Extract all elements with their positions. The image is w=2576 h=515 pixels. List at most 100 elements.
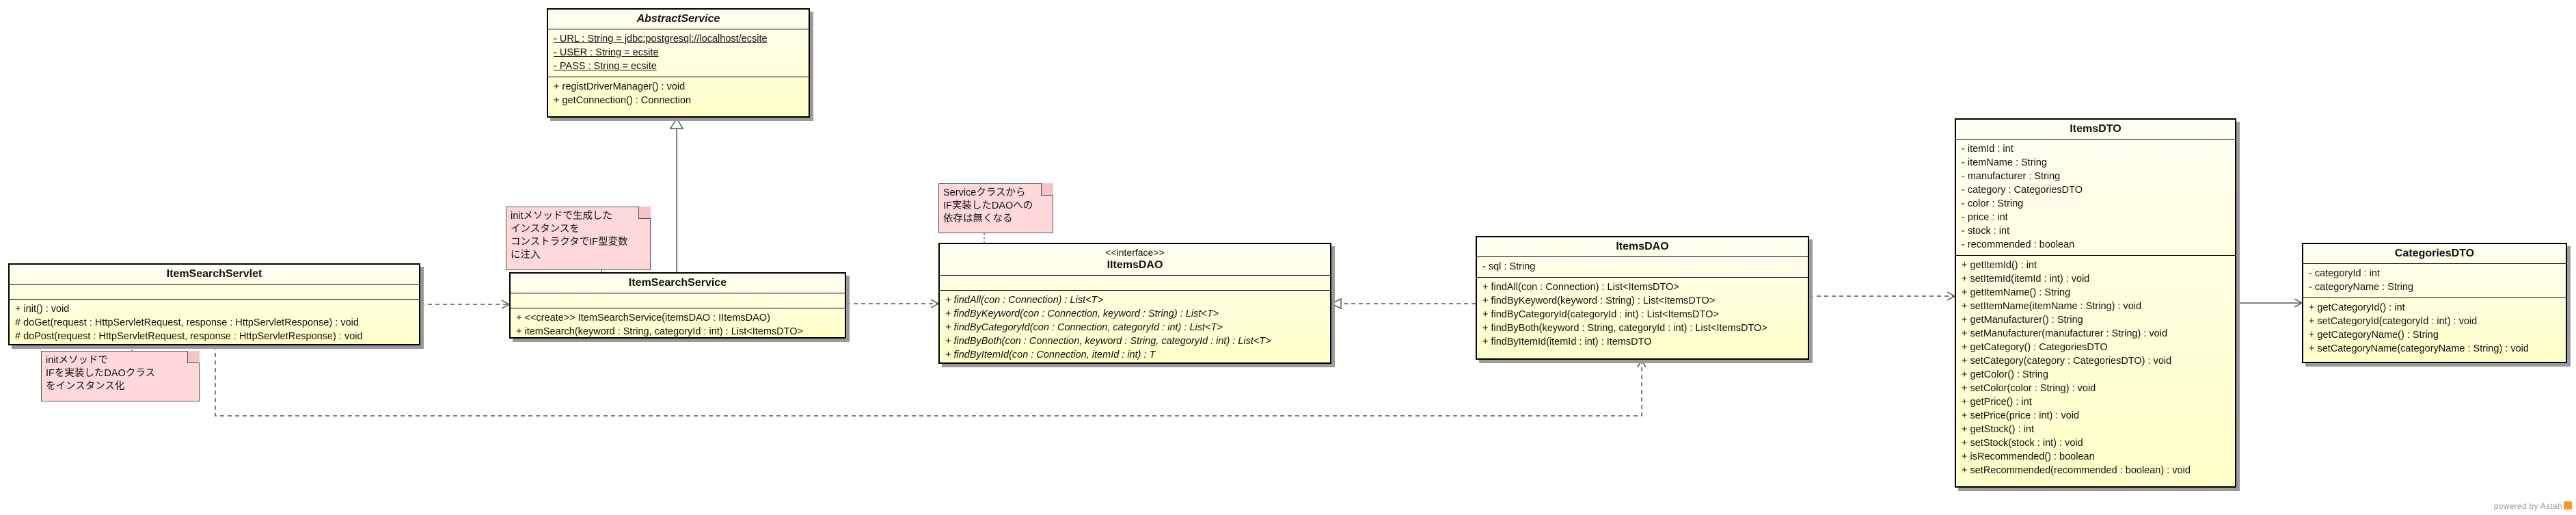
attribute-row: - manufacturer : String [1962, 171, 2061, 182]
attributes-section [10, 285, 419, 300]
stereotype-label: <<interface>> [1105, 247, 1165, 258]
astah-logo-icon [2564, 501, 2572, 510]
operations-section: + init() : void # doGet(request : HttpSe… [10, 300, 419, 347]
attribute-row: - stock : int [1962, 226, 2010, 237]
operation-row: + setStock(stock : int) : void [1962, 438, 2083, 449]
attribute-row: - itemId : int [1962, 144, 2014, 155]
operation-row: + getPrice() : int [1962, 397, 2032, 408]
attribute-row: - sql : String [1482, 261, 1536, 272]
note-line: IFを実装したDAOクラス [46, 368, 156, 379]
note-fold-corner [638, 207, 651, 219]
class-item-search-service[interactable]: ItemSearchService + <<create>> ItemSearc… [509, 272, 846, 339]
operation-row: + setCategoryName(categoryName : String)… [2309, 343, 2529, 354]
operation-row: + setItemName(itemName : String) : void [1962, 301, 2142, 312]
operation-row: + setManufacturer(manufacturer : String)… [1962, 328, 2168, 339]
operation-row: + registDriverManager() : void [554, 81, 686, 92]
class-name: ItemsDTO [2070, 123, 2121, 135]
dependency-arrowhead [1637, 358, 1646, 368]
note-line: initメソッドで生成した [511, 211, 613, 222]
operations-section: + findAll(con : Connection) : List<T> + … [940, 291, 1330, 365]
class-abstract-service[interactable]: AbstractService - URL : String = jdbc:po… [547, 8, 810, 118]
operation-row: + findByBoth(con : Connection, keyword :… [945, 336, 1271, 347]
operation-row: + findByItemId(con : Connection, itemId … [945, 349, 1156, 360]
note-line: initメソッドで [46, 355, 109, 366]
operation-row: + getCategory() : CategoriesDTO [1962, 342, 2108, 353]
operations-section: + getItemId() : int + setItemId(itemId :… [1956, 256, 2235, 481]
note-fold-corner [1041, 183, 1053, 196]
attributes-section: - categoryId : int - categoryName : Stri… [2303, 264, 2566, 298]
attributes-section: - sql : String [1477, 257, 1808, 278]
operation-row: + findByItemId(itemId : int) : ItemsDTO [1482, 336, 1652, 347]
operation-row: + findAll(con : Connection) : List<Items… [1482, 282, 1679, 293]
class-items-dao[interactable]: ItemsDAO - sql : String + findAll(con : … [1476, 236, 1809, 360]
interface-iitems-dao[interactable]: <<interface>> IItemsDAO + findAll(con : … [938, 243, 1331, 364]
operations-section: + registDriverManager() : void + getConn… [548, 77, 809, 111]
operation-row: + getManufacturer() : String [1962, 315, 2083, 326]
attribute-row: - price : int [1962, 212, 2008, 223]
attribute-row: - categoryName : String [2309, 282, 2414, 293]
attribute-row: - USER : String = ecsite [554, 47, 659, 58]
operation-row: + getConnection() : Connection [554, 95, 692, 106]
class-header: ItemSearchService [511, 274, 845, 293]
operations-section: + getCategoryId() : int + setCategoryId(… [2303, 298, 2566, 359]
attribute-row: - categoryId : int [2309, 268, 2380, 279]
attribute-row: - PASS : String = ecsite [554, 61, 657, 72]
note-line: Serviceクラスから [943, 187, 1026, 198]
generalization-arrowhead [669, 117, 684, 129]
class-name: IItemsDAO [1107, 259, 1163, 271]
note-line: インスタンスを [511, 224, 580, 235]
class-item-search-servlet[interactable]: ItemSearchServlet + init() : void # doGe… [8, 263, 420, 345]
class-header: ItemSearchServlet [10, 265, 419, 285]
note-dao-dependency[interactable]: Serviceクラスから IF実装したDAOへの 依存は無くなる [938, 183, 1053, 233]
attributes-section [511, 293, 845, 308]
attribute-row: - color : String [1962, 198, 2024, 209]
class-name: ItemSearchService [628, 277, 727, 289]
note-line: コンストラクタでIF型変数 [511, 237, 628, 248]
note-fold-corner [187, 351, 200, 363]
class-name: AbstractService [636, 13, 720, 25]
operation-row: + getItemId() : int [1962, 260, 2037, 271]
operation-row: # doPost(request : HttpServletRequest, r… [15, 331, 363, 342]
attribute-row: - itemName : String [1962, 157, 2047, 168]
dependency-edge [215, 345, 1642, 417]
class-name: ItemsDAO [1616, 241, 1669, 252]
class-name: ItemSearchServlet [166, 268, 262, 280]
class-header: <<interface>> IItemsDAO [940, 244, 1330, 276]
note-service-constructor[interactable]: initメソッドで生成した インスタンスを コンストラクタでIF型変数 に注入 [506, 207, 651, 270]
operation-row: + setColor(color : String) : void [1962, 383, 2096, 394]
operation-row: + isRecommended() : boolean [1962, 451, 2095, 462]
note-line: IF実装したDAOへの [943, 200, 1033, 211]
operation-row: + <<create>> ItemSearchService(itemsDAO … [516, 313, 770, 323]
operation-row: + findByCategoryId(con : Connection, cat… [945, 322, 1223, 333]
operations-section: + <<create>> ItemSearchService(itemsDAO … [511, 308, 845, 342]
operation-row: + findByKeyword(con : Connection, keywor… [945, 308, 1219, 319]
class-name: CategoriesDTO [2394, 248, 2475, 259]
operation-row: + findByKeyword(keyword : String) : List… [1482, 295, 1716, 306]
note-line: をインスタンス化 [46, 381, 125, 392]
operation-row: # doGet(request : HttpServletRequest, re… [15, 317, 359, 328]
operation-row: + init() : void [15, 304, 70, 315]
class-header: AbstractService [548, 10, 809, 29]
class-header: ItemsDAO [1477, 237, 1808, 257]
operation-row: + getColor() : String [1962, 369, 2048, 380]
watermark-text: powered by Astah [2493, 501, 2562, 511]
attribute-row: - URL : String = jdbc:postgresql://local… [554, 34, 768, 44]
operation-row: + itemSearch(keyword : String, categoryI… [516, 326, 803, 337]
class-categories-dto[interactable]: CategoriesDTO - categoryId : int - categ… [2302, 243, 2567, 363]
operation-row: + findByCategoryId(categoryId : int) : L… [1482, 309, 1719, 320]
operation-row: + getCategoryId() : int [2309, 302, 2405, 313]
attributes-section: - URL : String = jdbc:postgresql://local… [548, 29, 809, 77]
attributes-section: - itemId : int - itemName : String - man… [1956, 140, 2235, 256]
operation-row: + getCategoryName() : String [2309, 330, 2439, 341]
attribute-row: - category : CategoriesDTO [1962, 185, 2083, 196]
class-items-dto[interactable]: ItemsDTO - itemId : int - itemName : Str… [1955, 118, 2236, 488]
operation-row: + getStock() : int [1962, 424, 2034, 435]
operation-row: + findAll(con : Connection) : List<T> [945, 295, 1103, 306]
operation-row: + getItemName() : String [1962, 287, 2071, 298]
operation-row: + findByBoth(keyword : String, categoryI… [1482, 323, 1767, 334]
operation-row: + setRecommended(recommended : boolean) … [1962, 465, 2191, 476]
attributes-section [940, 276, 1330, 291]
astah-watermark: powered by Astah [2494, 501, 2572, 511]
note-servlet-init[interactable]: initメソッドで IFを実装したDAOクラス をインスタンス化 [41, 351, 200, 401]
